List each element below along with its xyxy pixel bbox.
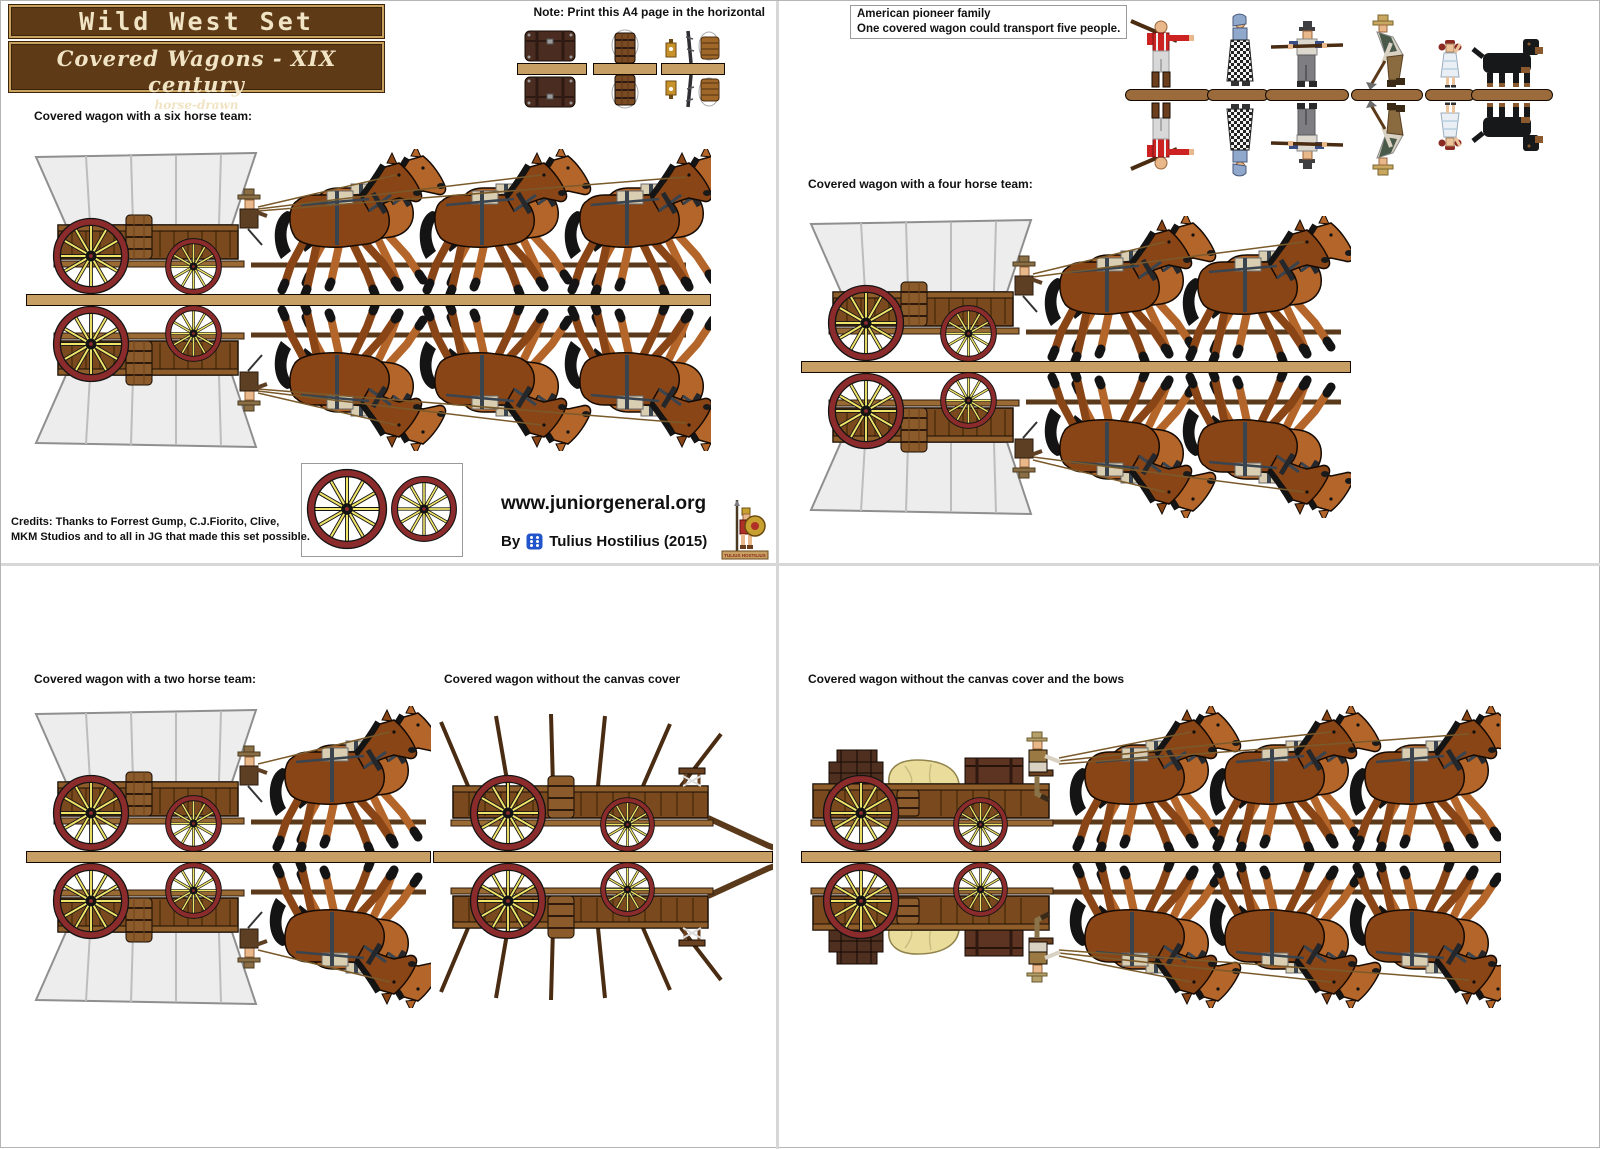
- page-title: Wild West Set: [79, 7, 314, 36]
- unit-wagon-no-canvas: [433, 706, 773, 1008]
- set-title-banner: Wild West Set: [9, 5, 384, 38]
- spare-wheels-icon: [302, 464, 460, 554]
- token-gear: [661, 29, 725, 109]
- token-pioneer-man-rifle: [1125, 9, 1211, 181]
- fold-strip: [661, 63, 725, 75]
- barrel-icon: [611, 75, 639, 109]
- fold-strip: [517, 63, 587, 75]
- fold-strip: [1125, 89, 1211, 101]
- family-info-box: American pioneer family One covered wago…: [850, 5, 1128, 39]
- fold-strip: [26, 851, 431, 863]
- pioneer-son-rifle-figure: [1269, 101, 1345, 171]
- pioneer-son-rifle-figure: [1269, 19, 1345, 89]
- by-label: By: [501, 533, 521, 550]
- unit-cargo-wagon-team: [801, 706, 1501, 1008]
- token-pioneer-woman: [1207, 9, 1269, 181]
- label-no-canvas: Covered wagon without the canvas cover: [444, 672, 681, 686]
- token-pioneer-girl: [1425, 9, 1475, 181]
- fold-strip: [593, 63, 657, 75]
- fold-strip: [1351, 89, 1423, 101]
- logo-caption: TULIUS HOSTILIUS: [724, 553, 766, 558]
- token-chest: [517, 29, 587, 109]
- vertical-divider: [776, 1, 779, 1149]
- covered-wagon: [36, 710, 267, 849]
- unit-four-horse-wagon: [801, 216, 1351, 518]
- chest-icon: [523, 75, 577, 109]
- pioneer-girl-figure: [1437, 101, 1463, 152]
- set-tagline: horse-drawn: [154, 98, 239, 112]
- covered-wagon: [36, 308, 267, 447]
- dice-icon: [526, 533, 543, 550]
- horizontal-divider: [1, 563, 1600, 566]
- lantern-rifle-basket-icon: [664, 75, 721, 109]
- horse-team-four: [1045, 373, 1351, 518]
- fold-strip: [1265, 89, 1349, 101]
- horse-team-two: [270, 706, 431, 851]
- label-four-horse-team: Covered wagon with a four horse team:: [808, 177, 1033, 191]
- label-two-horse-team: Covered wagon with a two horse team:: [34, 672, 257, 686]
- unit-two-horse-wagon: [26, 706, 431, 1008]
- family-line1: American pioneer family: [857, 8, 991, 20]
- horse-team-four: [1045, 216, 1351, 361]
- open-wagon-with-cargo: [811, 732, 1060, 849]
- pioneer-man-rifle-figure: [1129, 19, 1196, 89]
- dog-figure: [1471, 9, 1553, 89]
- pioneer-woman-figure: [1226, 103, 1254, 177]
- fold-strip: [1471, 89, 1553, 101]
- author-name: Tulius Hostilius (2015): [549, 533, 708, 550]
- open-wagon-with-bows: [441, 714, 773, 849]
- chest-icon: [523, 29, 577, 63]
- token-family-dog: [1471, 9, 1553, 181]
- pioneer-man-rifle-figure: [1129, 101, 1196, 171]
- fold-strip: [1425, 89, 1475, 101]
- pioneer-man-shovel-figure: [1364, 101, 1407, 177]
- fold-strip: [1207, 89, 1269, 101]
- covered-wagon: [811, 220, 1042, 359]
- token-pioneer-son-rifle: [1265, 9, 1349, 181]
- token-barrel: [593, 29, 657, 109]
- open-wagon-with-bows: [441, 865, 773, 1000]
- horse-team-six: [275, 149, 711, 294]
- covered-wagon: [36, 153, 267, 292]
- covered-wagon: [36, 865, 267, 1004]
- barrel-icon: [611, 29, 639, 63]
- unit-six-horse-wagon: [26, 149, 711, 451]
- open-wagon-with-cargo: [811, 865, 1060, 982]
- byline: By Tulius Hostilius (2015): [501, 533, 707, 550]
- fold-strip: [26, 294, 711, 306]
- token-pioneer-man-shovel: [1351, 9, 1423, 181]
- family-line2: One covered wagon could transport five p…: [857, 23, 1121, 35]
- pioneer-man-shovel-figure: [1364, 13, 1407, 89]
- print-note: Note: Print this A4 page in the horizont…: [533, 5, 765, 19]
- credits-line1: Credits: Thanks to Forrest Gump, C.J.Fio…: [11, 516, 280, 528]
- roman-soldier-icon: TULIUS HOSTILIUS: [721, 498, 769, 560]
- dog-figure: [1471, 101, 1553, 181]
- credits-text: Credits: Thanks to Forrest Gump, C.J.Fio…: [11, 515, 310, 545]
- pioneer-girl-figure: [1437, 38, 1463, 89]
- fold-strip: [801, 851, 1501, 863]
- horse-team-six: [1070, 706, 1501, 851]
- horse-team-two: [270, 863, 431, 1008]
- covered-wagon: [811, 375, 1042, 514]
- set-subtitle: Covered Wagons - XIX century: [56, 46, 337, 97]
- fold-strip: [433, 851, 773, 863]
- label-no-canvas-no-bows: Covered wagon without the canvas cover a…: [808, 672, 1125, 686]
- set-subtitle-banner: Covered Wagons - XIX century horse-drawn: [9, 42, 384, 112]
- label-six-horse-team: Covered wagon with a six horse team:: [34, 109, 253, 123]
- credits-line2: MKM Studios and to all in JG that made t…: [11, 531, 310, 543]
- fold-strip: [801, 361, 1351, 373]
- spare-wheels-box: [301, 463, 463, 557]
- juniorgeneral-logo: TULIUS HOSTILIUS: [721, 498, 769, 565]
- lantern-rifle-basket-icon: [664, 29, 721, 63]
- horse-team-six: [1070, 863, 1501, 1008]
- website-text: www.juniorgeneral.org: [501, 493, 707, 514]
- pioneer-woman-figure: [1226, 13, 1254, 87]
- horse-team-six: [275, 306, 711, 451]
